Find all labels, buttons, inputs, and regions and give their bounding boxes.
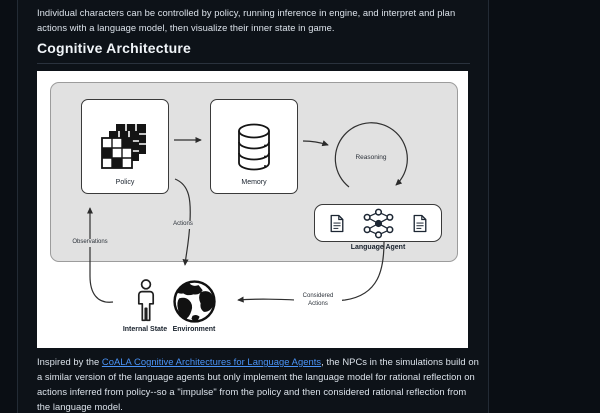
diagram-arrows <box>86 122 408 303</box>
language-agent-label: Language Agent <box>350 244 406 251</box>
document-icon <box>330 214 343 232</box>
cognitive-architecture-figure: Policy Memory Reasoning <box>37 71 468 348</box>
policy-grid-stack-icon <box>101 124 146 169</box>
policy-label: Policy <box>115 179 135 186</box>
neural-network-icon <box>363 208 393 238</box>
page-title: Cognitive Architecture <box>37 40 192 56</box>
arrow-memory-to-reasoning <box>302 140 329 147</box>
memory-label: Memory <box>241 179 267 186</box>
reasoning-loop-arrow <box>334 122 408 188</box>
policy-node: Policy <box>81 99 169 194</box>
heading-divider <box>37 63 470 64</box>
person-icon <box>136 279 156 328</box>
language-agent-node <box>314 204 442 242</box>
intro-paragraph: Individual characters can be controlled … <box>37 7 456 33</box>
considered-actions-edge-label: Considered Actions <box>294 293 342 308</box>
database-icon <box>238 123 270 170</box>
reasoning-label: Reasoning <box>355 154 387 161</box>
coala-link[interactable]: CoALA Cognitive Architectures for Langua… <box>101 356 322 367</box>
internal-state-label: Internal State <box>122 326 168 333</box>
arrow-considered-actions-to-environment <box>237 241 385 303</box>
globe-icon <box>172 279 217 329</box>
outro-text-before: Inspired by the <box>37 356 102 367</box>
environment-label: Environment <box>172 326 216 333</box>
outro-paragraph: Inspired by the CoALA Cognitive Architec… <box>37 354 479 413</box>
outro-text-after: , the NPCs in the simulations build on a… <box>37 356 479 412</box>
content-column: Individual characters can be controlled … <box>17 0 489 413</box>
memory-node: Memory <box>210 99 298 194</box>
actions-edge-label: Actions <box>163 221 203 229</box>
observations-edge-label: Observations <box>67 239 113 247</box>
document-icon <box>413 214 426 232</box>
arrow-observations-to-policy <box>86 207 114 303</box>
